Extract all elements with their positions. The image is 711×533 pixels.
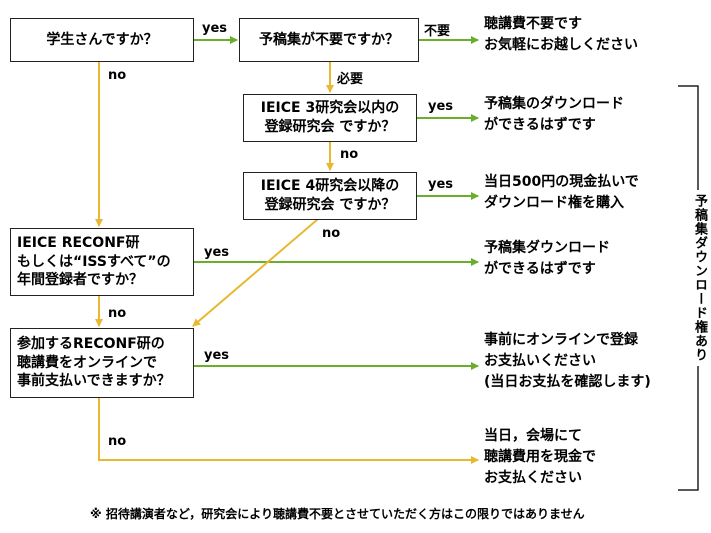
decision-online-line2: 聴講費をオンラインで <box>17 354 157 371</box>
outcome-online-line1: 事前にオンラインで登録 <box>484 332 638 348</box>
edge-label-yes-within3: yes <box>428 99 454 114</box>
decision-reconf-line1: IEICE RECONF研 <box>17 234 140 251</box>
outcome-cash-line1: 当日，会場にて <box>484 428 582 444</box>
outcome-online-line3: (当日お支払を確認します) <box>484 374 651 390</box>
edge-label-hitsuyou: 必要 <box>337 72 364 87</box>
footnote: ※ 招待講演者など，研究会により聴講費不要とさせていただく方はこの限りではありま… <box>90 507 585 521</box>
outcome-free-line2: お気軽にお越しください <box>484 37 638 53</box>
outcome-online-register: 事前にオンラインで登録 お支払いください (当日お支払を確認します) <box>484 330 651 393</box>
outcome-download-2-line1: 予稿集ダウンロード <box>484 240 610 256</box>
decision-reconf-line2: もしくは“ISSすべて”の <box>17 253 171 270</box>
outcome-cash-onsite: 当日，会場にて 聴講費用を現金で お支払ください <box>484 426 596 489</box>
decision-over4-line1: IEICE 4研究会以降の <box>260 178 400 195</box>
edge-label-yes-online: yes <box>204 348 230 363</box>
outcome-free: 聴講費不要です お気軽にお越しください <box>484 14 638 56</box>
edge-label-yes-reconf: yes <box>204 245 230 260</box>
edge-label-yes-over4: yes <box>428 177 454 192</box>
outcome-download-2: 予稿集ダウンロード ができるはずです <box>484 238 610 280</box>
decision-within3-line2: 登録研究会 ですか？ <box>264 119 396 135</box>
edge-label-no-student: no <box>108 68 127 83</box>
edge-label-no-over4: no <box>322 226 341 241</box>
decision-over4: IEICE 4研究会以降の 登録研究会 ですか？ <box>243 172 417 220</box>
outcome-online-line2: お支払いください <box>484 353 596 369</box>
outcome-cash-line3: お支払ください <box>484 470 582 486</box>
outcome-cash500: 当日500円の現金払いで ダウンロード権を購入 <box>484 172 639 214</box>
edge-label-no-within3: no <box>340 147 359 162</box>
decision-online: 参加するRECONF研の 聴講費をオンラインで 事前支払いできますか？ <box>10 328 194 398</box>
outcome-download-1: 予稿集のダウンロード ができるはずです <box>484 94 624 136</box>
decision-reconf-line3: 年間登録者ですか？ <box>17 272 143 289</box>
outcome-free-line1: 聴講費不要です <box>484 16 582 32</box>
edge-label-no-reconf: no <box>108 306 127 321</box>
decision-online-line3: 事前支払いできますか？ <box>17 373 171 390</box>
decision-online-line1: 参加するRECONF研の <box>17 335 165 352</box>
edge-label-fuyou: 不要 <box>424 24 451 39</box>
edge-label-yes-student: yes <box>202 21 228 36</box>
outcome-cash-line2: 聴講費用を現金で <box>484 449 596 465</box>
decision-student: 学生さんですか？ <box>10 18 194 62</box>
edge-label-no-online: no <box>108 434 127 449</box>
decision-prereq-text: 予稿集が不要ですか？ <box>259 31 399 48</box>
outcome-download-1-line1: 予稿集のダウンロード <box>484 96 624 112</box>
outcome-download-2-line2: ができるはずです <box>484 261 596 277</box>
decision-reconf: IEICE RECONF研 もしくは“ISSすべて”の 年間登録者ですか？ <box>10 228 194 296</box>
arrow-online-no <box>98 398 479 464</box>
outcome-cash500-line1: 当日500円の現金払いで <box>484 174 639 190</box>
decision-within3-line1: IEICE 3研究会以内の <box>260 100 400 117</box>
decision-student-text: 学生さんですか？ <box>46 31 158 48</box>
side-label-download-rights: 予稿集ダウンロード権あり <box>690 190 709 366</box>
decision-prereq: 予稿集が不要ですか？ <box>239 18 419 62</box>
decision-within3: IEICE 3研究会以内の 登録研究会 ですか？ <box>243 94 417 142</box>
outcome-cash500-line2: ダウンロード権を購入 <box>484 195 624 211</box>
decision-over4-line2: 登録研究会 ですか？ <box>264 197 396 213</box>
arrow-over4-no <box>192 218 319 327</box>
outcome-download-1-line2: ができるはずです <box>484 117 596 133</box>
